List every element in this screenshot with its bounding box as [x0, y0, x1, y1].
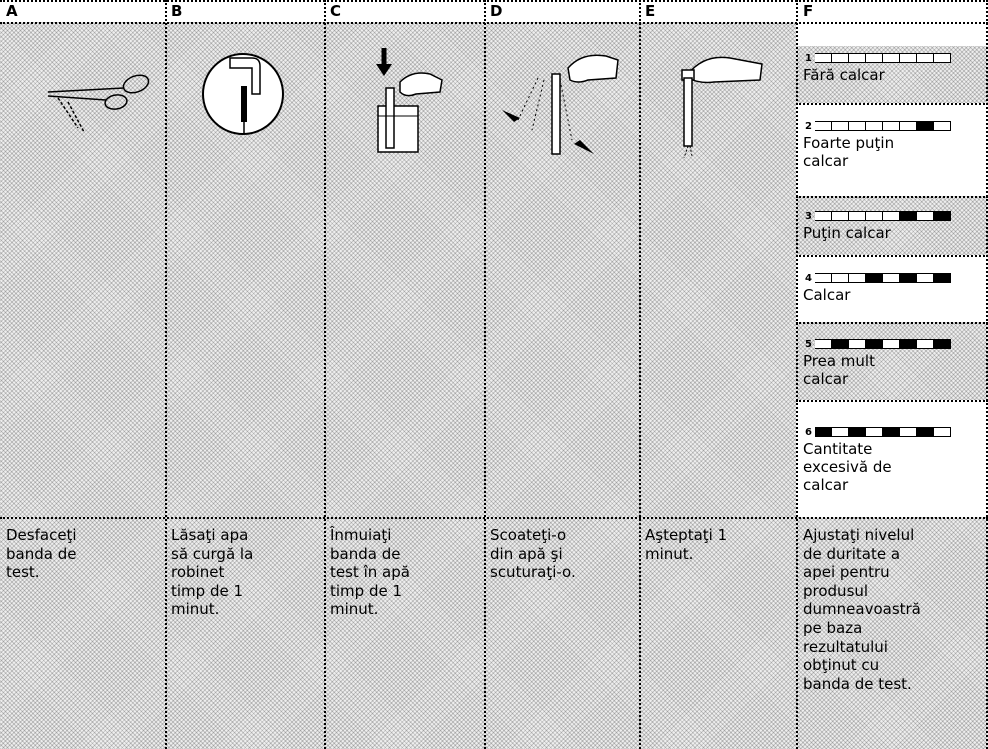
- hardness-label: calcar: [803, 152, 849, 170]
- row-divider: [796, 255, 988, 257]
- hardness-label: Cantitate: [803, 440, 873, 458]
- caption-b: Lăsaţi apa să curgă la robinet timp de 1…: [171, 526, 254, 619]
- scissors-icon: [47, 74, 150, 133]
- hardness-scale: 3: [805, 210, 988, 222]
- header-background: [0, 0, 988, 22]
- row-divider: [0, 0, 988, 2]
- hardness-scale: 2: [805, 120, 988, 132]
- column-header-e: E: [645, 2, 656, 20]
- f-row3-background: [796, 196, 988, 255]
- shake-strip-icon: [502, 54, 619, 155]
- caption-d: Scoateţi-o din apă şi scuturaţi-o.: [490, 526, 576, 582]
- hardness-label: Foarte puţin: [803, 134, 895, 152]
- caption-c: Înmuiaţi banda de test în apă timp de 1 …: [330, 526, 410, 619]
- hardness-label: calcar: [803, 476, 849, 494]
- row-divider: [0, 22, 988, 24]
- row-divider: [796, 322, 988, 324]
- wait-strip-icon: [681, 56, 763, 159]
- hardness-level-4: 4 Calcar: [796, 268, 988, 304]
- hardness-level-3: 3 Puţin calcar: [796, 206, 988, 242]
- caption-a: Desfaceţi banda de test.: [6, 526, 77, 582]
- hardness-scale: 5: [805, 338, 988, 350]
- column-header-d: D: [490, 2, 503, 20]
- hardness-level-6: 6 Cantitate excesivă de calcar: [796, 422, 988, 494]
- hardness-label: excesivă de: [803, 458, 892, 476]
- tap-icon: [202, 53, 284, 135]
- f-row5-background: [796, 322, 988, 400]
- hardness-label: Prea mult: [803, 352, 875, 370]
- column-divider: [165, 0, 167, 749]
- hardness-label: Fără calcar: [803, 66, 885, 84]
- hardness-label: calcar: [803, 370, 849, 388]
- hardness-level-1: 1 Fără calcar: [796, 48, 988, 84]
- column-divider: [986, 0, 988, 749]
- column-divider: [639, 0, 641, 749]
- hardness-label: Calcar: [803, 286, 851, 304]
- column-header-c: C: [330, 2, 342, 20]
- column-divider: [796, 0, 798, 749]
- column-divider: [324, 0, 326, 749]
- caption-e: Aşteptaţi 1 minut.: [645, 526, 728, 563]
- column-divider: [484, 0, 486, 749]
- dip-glass-icon: [376, 48, 443, 153]
- column-header-a: A: [6, 2, 18, 20]
- row-divider: [796, 103, 988, 105]
- caption-f: Ajustaţi nivelul de duritate a apei pent…: [803, 526, 921, 693]
- row-divider: [796, 196, 988, 198]
- row-divider: [0, 517, 988, 519]
- hardness-label: Puţin calcar: [803, 224, 891, 242]
- hardness-scale: 4: [805, 272, 988, 284]
- hardness-scale: 6: [805, 426, 988, 438]
- column-header-b: B: [171, 2, 183, 20]
- f-bottom-background: [796, 517, 988, 749]
- row-divider: [796, 400, 988, 402]
- column-header-f: F: [803, 2, 814, 20]
- hardness-scale: 1: [805, 52, 988, 64]
- hardness-level-2: 2 Foarte puţin calcar: [796, 116, 988, 170]
- hardness-level-5: 5 Prea mult calcar: [796, 334, 988, 388]
